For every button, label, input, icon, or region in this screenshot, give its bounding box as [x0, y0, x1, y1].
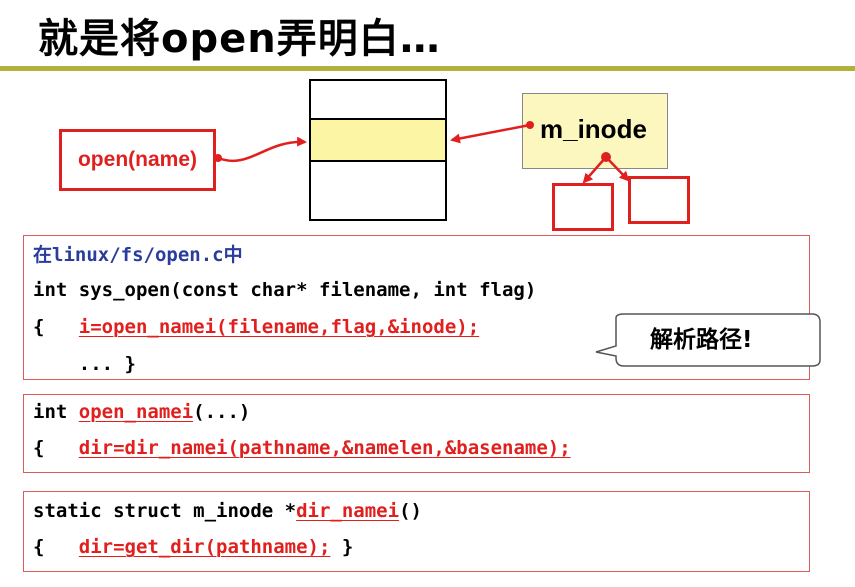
code-dir-namei-args: ()	[399, 500, 422, 522]
callout-text: 解析路径!	[650, 327, 753, 353]
slide-title: 就是将open弄明白…	[38, 16, 441, 62]
code-line-dir-namei-call: { dir=dir_namei(pathname,&namelen,&basen…	[33, 437, 571, 459]
code-line-ellipsis: ... }	[33, 353, 136, 375]
inode-child-box-right	[628, 176, 690, 224]
open-call-box: open(name)	[59, 129, 216, 191]
code-int-keyword: int	[33, 401, 79, 423]
code-block-dir-namei: static struct m_inode *dir_namei() { dir…	[23, 491, 810, 572]
brace: {	[33, 316, 45, 338]
inode-to-left-child-arrow	[582, 156, 607, 184]
inode-child-box-left	[552, 183, 614, 231]
code-block-open-namei: int open_namei(...) { dir=dir_namei(path…	[23, 394, 810, 473]
open-to-table-arrow	[217, 136, 307, 163]
file-table	[309, 79, 447, 221]
callout-bubble	[595, 313, 821, 367]
inode-label: m_inode	[540, 114, 647, 144]
code-dir-namei-name: dir_namei	[296, 500, 400, 522]
open-call-label: open(name)	[77, 148, 197, 171]
code-open-namei-name: open_namei	[78, 401, 194, 423]
code-line-sys-open: int sys_open(const char* filename, int f…	[33, 279, 537, 301]
code-static-struct: static struct m_inode *	[33, 500, 297, 522]
closing-brace: }	[341, 536, 354, 558]
code-line-open-namei-def: int open_namei(...)	[33, 401, 250, 423]
code-line-open-namei-call: { i=open_namei(filename,flag,&inode);	[33, 316, 479, 338]
code-ellipsis: ... }	[78, 353, 136, 375]
brace: {	[33, 437, 45, 459]
inode-box: m_inode	[522, 93, 668, 169]
code-line-get-dir-call: { dir=get_dir(pathname); }	[33, 536, 353, 558]
inode-to-right-child-arrow	[605, 156, 630, 182]
inode-to-table-arrow	[450, 123, 531, 144]
code-file-label: 在linux/fs/open.c中	[33, 244, 243, 266]
brace: {	[33, 536, 45, 558]
code-get-dir-call: dir=get_dir(pathname);	[78, 536, 331, 558]
code-block-open-c: 在linux/fs/open.c中 int sys_open(const cha…	[23, 235, 810, 380]
file-table-highlighted-row	[311, 118, 445, 162]
title-underline	[0, 66, 855, 71]
code-dir-namei-call: dir=dir_namei(pathname,&namelen,&basenam…	[78, 437, 571, 459]
code-open-namei-args: (...)	[193, 401, 251, 423]
code-line-dir-namei-def: static struct m_inode *dir_namei()	[33, 500, 422, 522]
code-open-namei-call: i=open_namei(filename,flag,&inode);	[78, 316, 480, 338]
